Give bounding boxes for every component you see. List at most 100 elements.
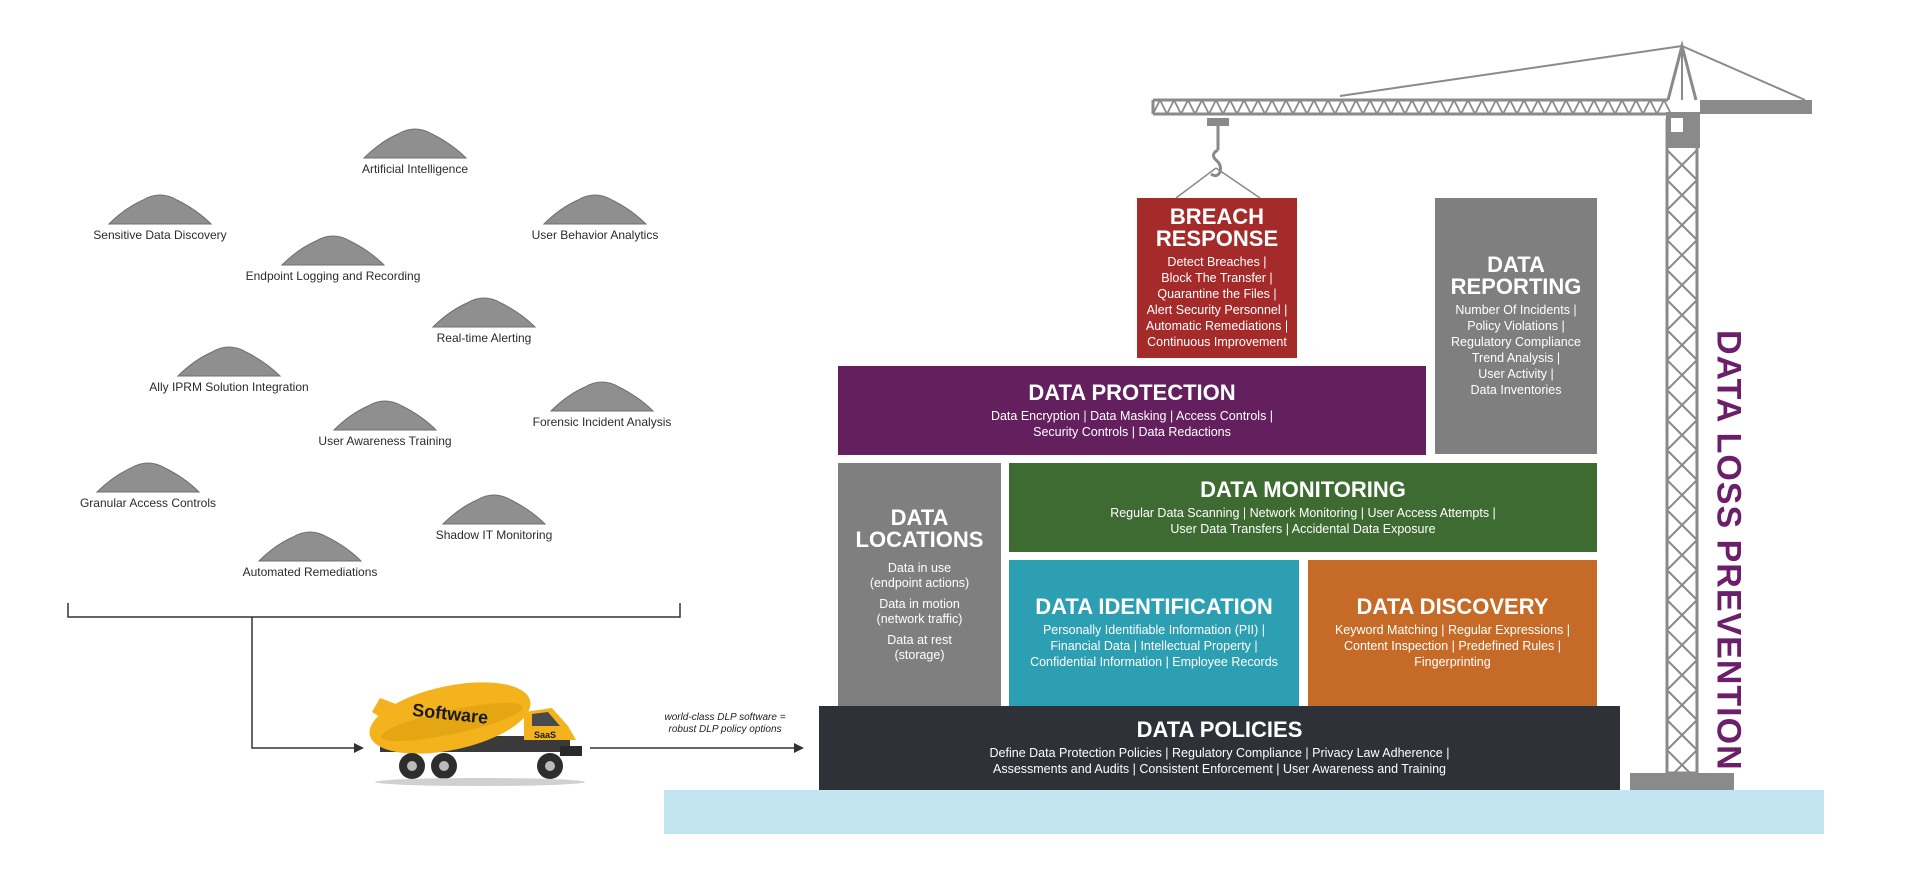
- location-line: (endpoint actions): [869, 575, 970, 590]
- block-item: Keyword Matching | Regular Expressions |: [1334, 623, 1571, 637]
- crane: [1151, 40, 1812, 790]
- location-line: (network traffic): [876, 611, 963, 626]
- pile-label: Sensitive Data Discovery: [93, 228, 227, 242]
- truck-door-label: SaaS: [534, 730, 556, 740]
- block-item: Data Encryption | Data Masking | Access …: [990, 408, 1274, 423]
- pile-label: Granular Access Controls: [79, 496, 217, 510]
- title-line: DATA: [890, 504, 949, 530]
- block-items: Number Of Incidents | Policy Violations …: [1451, 302, 1581, 398]
- block-title: DATA MONITORING: [1200, 476, 1406, 502]
- pile-user-awareness-training: User Awareness Training: [245, 394, 525, 448]
- pile-artificial-intelligence: Artificial Intelligence: [275, 122, 555, 176]
- block-data-monitoring: DATA MONITORING Regular Data Scanning | …: [1009, 463, 1597, 552]
- block-title: DATA LOCATIONS: [855, 504, 984, 552]
- title-line: RESPONSE: [1155, 226, 1279, 251]
- block-title: BREACH RESPONSE: [1156, 206, 1278, 250]
- gravel-pile-icon: [549, 381, 655, 412]
- block-title: DATA IDENTIFICATION: [1035, 594, 1273, 619]
- gravel-pile-icon: [257, 531, 363, 562]
- block-item: Content Inspection | Predefined Rules |: [1343, 639, 1562, 653]
- pile-shadow-it-monitoring: Shadow IT Monitoring: [354, 488, 634, 542]
- title-line: DATA: [1487, 252, 1545, 277]
- location-line: Data at rest: [887, 632, 952, 647]
- block-data-locations: DATA LOCATIONS Data in use (endpoint act…: [838, 463, 1001, 706]
- block-item: Quarantine the Files |: [1157, 287, 1277, 301]
- title-line: BREACH: [1169, 204, 1265, 229]
- pile-endpoint-logging: Endpoint Logging and Recording: [193, 229, 473, 283]
- location-line: Data in motion: [879, 596, 960, 611]
- location-line: Data in use: [887, 560, 952, 575]
- page-title: DATA LOSS PREVENTION: [1709, 330, 1748, 771]
- pile-label: Endpoint Logging and Recording: [245, 269, 421, 283]
- title-line: REPORTING: [1450, 274, 1582, 299]
- block-item: Data Inventories: [1470, 383, 1562, 397]
- arrow-to-truck: [354, 743, 364, 753]
- pile-sensitive-data-discovery: Sensitive Data Discovery: [20, 188, 300, 242]
- block-breach-response: BREACH RESPONSE Detect Breaches | Block …: [1137, 198, 1297, 358]
- block-items: Data Encryption | Data Masking | Access …: [991, 408, 1273, 440]
- pile-label: Ally IPRM Solution Integration: [149, 380, 309, 394]
- pile-forensic-incident-analysis: Forensic Incident Analysis: [462, 375, 742, 429]
- pile-label: Artificial Intelligence: [361, 162, 469, 176]
- gravel-pile-icon: [332, 400, 438, 431]
- location-group: Data at rest (storage): [870, 633, 969, 663]
- block-item: Define Data Protection Policies | Regula…: [989, 746, 1450, 760]
- block-title: DATA DISCOVERY: [1356, 594, 1549, 619]
- block-item: Alert Security Personnel |: [1146, 303, 1288, 317]
- block-title: DATA PROTECTION: [1028, 379, 1236, 405]
- gravel-pile-icon: [431, 297, 537, 328]
- block-item: Confidential Information | Employee Reco…: [1030, 655, 1278, 669]
- block-data-identification: DATA IDENTIFICATION Personally Identifia…: [1009, 560, 1299, 706]
- gravel-pile-icon: [362, 128, 468, 159]
- block-items: Keyword Matching | Regular Expressions |…: [1335, 622, 1570, 670]
- block-items: Define Data Protection Policies | Regula…: [990, 745, 1450, 777]
- pile-user-behavior-analytics: User Behavior Analytics: [455, 188, 735, 242]
- block-item: Security Controls | Data Redactions: [1033, 424, 1231, 439]
- pile-granular-access-controls: Granular Access Controls: [8, 456, 288, 510]
- caption-line-1: world-class DLP software =: [664, 712, 786, 723]
- block-item: Detect Breaches |: [1167, 255, 1267, 269]
- block-data-discovery: DATA DISCOVERY Keyword Matching | Regula…: [1308, 560, 1597, 706]
- block-item: Block The Transfer |: [1161, 271, 1273, 285]
- pile-label: User Behavior Analytics: [531, 228, 659, 242]
- block-item: User Activity |: [1478, 367, 1554, 381]
- pile-label: Automated Remediations: [242, 565, 378, 579]
- block-item: Number Of Incidents |: [1455, 303, 1577, 317]
- caption-line-2: robust DLP policy options: [668, 724, 782, 735]
- location-group: Data in motion (network traffic): [870, 597, 969, 627]
- block-data-policies: DATA POLICIES Define Data Protection Pol…: [819, 706, 1620, 790]
- pile-real-time-alerting: Real-time Alerting: [344, 291, 624, 345]
- pile-label: Real-time Alerting: [436, 331, 532, 345]
- pile-automated-remediations: Automated Remediations: [170, 525, 450, 579]
- block-items: Detect Breaches | Block The Transfer | Q…: [1146, 254, 1288, 350]
- block-title: DATA REPORTING: [1451, 254, 1582, 298]
- location-group: Data in use (endpoint actions): [870, 561, 969, 591]
- gravel-pile-icon: [176, 346, 282, 377]
- cement-truck: Software SaaS: [369, 682, 585, 786]
- pile-bracket: [67, 603, 681, 618]
- block-data-reporting: DATA REPORTING Number Of Incidents | Pol…: [1435, 198, 1597, 454]
- arrow-to-building: [794, 743, 804, 753]
- block-items: Personally Identifiable Information (PII…: [1030, 622, 1278, 670]
- block-item: Regular Data Scanning | Network Monitori…: [1110, 505, 1496, 520]
- block-item: Financial Data | Intellectual Property |: [1050, 639, 1258, 653]
- block-items: Data in use (endpoint actions) Data in m…: [870, 555, 969, 663]
- block-item: Automatic Remediations |: [1145, 319, 1289, 333]
- water-base: [664, 790, 1824, 834]
- pile-ally-iprm: Ally IPRM Solution Integration: [89, 340, 369, 394]
- block-item: Trend Analysis |: [1471, 351, 1561, 365]
- truck-caption: world-class DLP software = robust DLP po…: [600, 712, 850, 736]
- block-data-protection: DATA PROTECTION Data Encryption | Data M…: [838, 366, 1426, 455]
- pile-label: Shadow IT Monitoring: [435, 528, 553, 542]
- bracket-connector: [251, 617, 360, 749]
- block-item: Fingerprinting: [1414, 655, 1491, 669]
- block-item: Assessments and Audits | Consistent Enfo…: [992, 762, 1447, 776]
- title-line: LOCATIONS: [855, 526, 984, 552]
- block-item: Personally Identifiable Information (PII…: [1042, 623, 1266, 637]
- pile-label: Forensic Incident Analysis: [532, 415, 672, 429]
- block-title: DATA POLICIES: [1136, 717, 1303, 742]
- block-items: Regular Data Scanning | Network Monitori…: [1110, 505, 1496, 537]
- location-line: (storage): [894, 647, 945, 662]
- gravel-pile-icon: [107, 194, 213, 225]
